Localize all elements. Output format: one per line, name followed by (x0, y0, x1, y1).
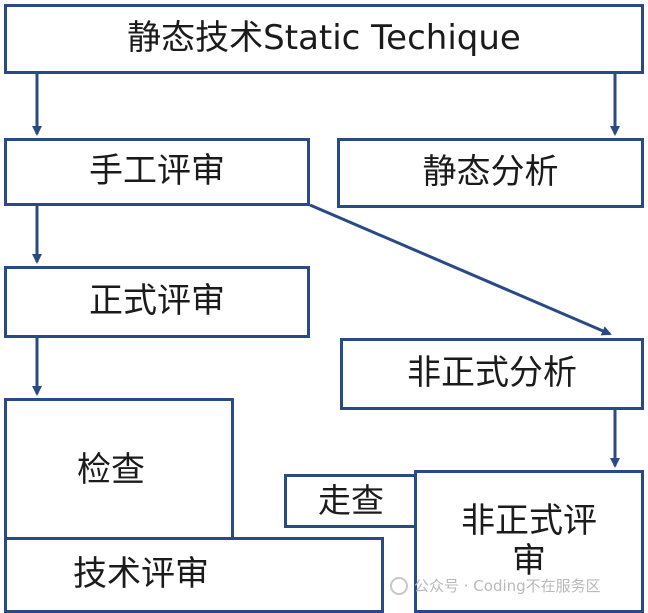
informal-review-box: 非正式评审 (414, 470, 644, 613)
informal-review-label: 非正式评审 (461, 501, 597, 581)
arrow-manual-to-informal (309, 203, 612, 336)
informal-analysis-box: 非正式分析 (340, 338, 644, 410)
technical-review-box: 技术评审 (4, 537, 384, 613)
inspection-box: 检查 (4, 398, 234, 544)
manual-review-box: 手工评审 (4, 138, 310, 206)
static-analysis-box: 静态分析 (337, 138, 644, 208)
inspection-label: 检查 (77, 450, 145, 491)
static-technique-box: 静态技术Static Techique (4, 4, 644, 74)
watermark: 公众号 · Coding不在服务区 (390, 575, 601, 596)
wechat-icon (390, 576, 408, 595)
formal-review-box: 正式评审 (4, 266, 310, 338)
walkthrough-box: 走查 (284, 474, 418, 528)
watermark-text: 公众号 · Coding不在服务区 (414, 577, 601, 595)
